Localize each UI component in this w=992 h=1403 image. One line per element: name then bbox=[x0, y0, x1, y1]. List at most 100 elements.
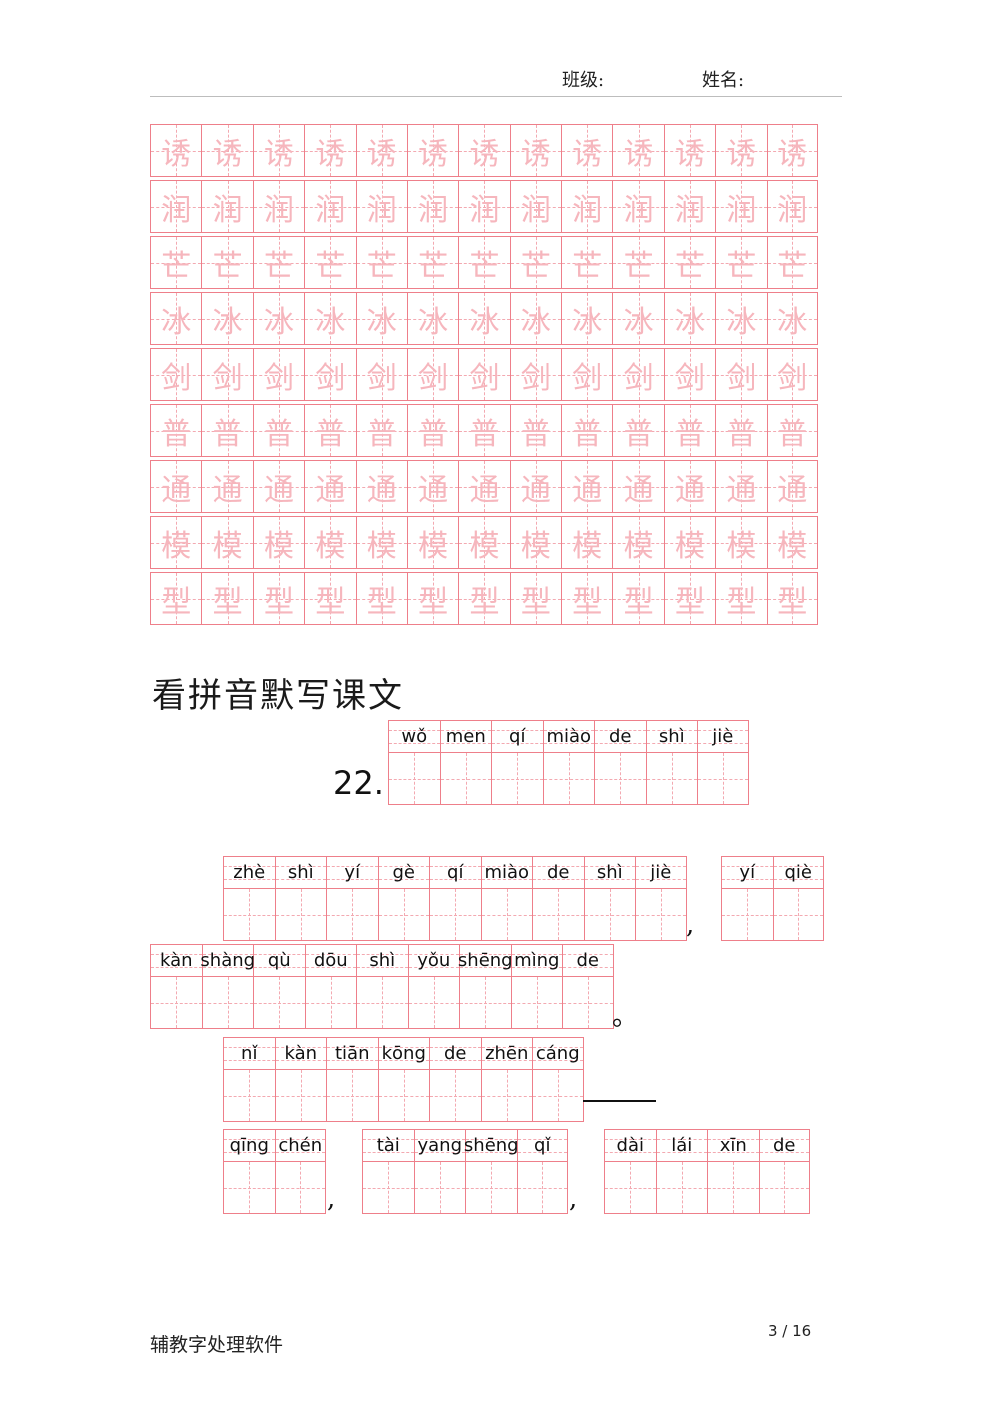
character-writing-box[interactable] bbox=[563, 977, 613, 1028]
character-writing-box[interactable] bbox=[605, 1162, 656, 1213]
character-writing-box[interactable] bbox=[656, 1162, 708, 1213]
character-writing-box[interactable] bbox=[275, 1162, 326, 1213]
writing-cell[interactable]: de bbox=[594, 720, 646, 805]
writing-cell[interactable]: qiè bbox=[772, 856, 824, 941]
writing-cell[interactable]: yang bbox=[413, 1129, 466, 1214]
character-writing-box[interactable] bbox=[389, 753, 440, 804]
character-writing-box[interactable] bbox=[466, 1162, 517, 1213]
character-writing-box[interactable] bbox=[254, 977, 305, 1028]
character-writing-box[interactable] bbox=[151, 977, 202, 1028]
writing-cell[interactable]: qù bbox=[253, 944, 305, 1029]
writing-cell[interactable]: miào bbox=[542, 720, 595, 805]
writing-cell[interactable]: shì bbox=[356, 944, 408, 1029]
character-writing-box[interactable] bbox=[414, 1162, 466, 1213]
writing-cell[interactable]: xīn bbox=[707, 1129, 759, 1214]
writing-cell[interactable]: kàn bbox=[150, 944, 202, 1029]
writing-cell[interactable]: nǐ bbox=[223, 1037, 275, 1122]
character-writing-box[interactable] bbox=[305, 977, 357, 1028]
practice-cell: 芒 bbox=[201, 236, 254, 289]
character-writing-box[interactable] bbox=[584, 889, 636, 940]
writing-cell[interactable]: zhēn bbox=[480, 1037, 533, 1122]
writing-cell[interactable]: de bbox=[758, 1129, 810, 1214]
trace-character: 型 bbox=[418, 584, 449, 620]
character-writing-box[interactable] bbox=[460, 977, 511, 1028]
practice-row: 润润润润润润润润润润润润润 bbox=[150, 180, 818, 233]
writing-cell[interactable]: de bbox=[532, 856, 584, 941]
writing-cell[interactable]: shàng bbox=[200, 944, 255, 1029]
writing-cell[interactable]: yǒu bbox=[407, 944, 460, 1029]
character-writing-box[interactable] bbox=[773, 889, 824, 940]
writing-cell[interactable]: dōu bbox=[304, 944, 357, 1029]
character-writing-box[interactable] bbox=[646, 753, 698, 804]
writing-cell[interactable]: gè bbox=[377, 856, 430, 941]
writing-cell[interactable]: cáng bbox=[532, 1037, 584, 1122]
writing-cell[interactable]: qǐ bbox=[516, 1129, 568, 1214]
writing-cell[interactable]: qí bbox=[491, 720, 543, 805]
writing-cell[interactable]: de bbox=[429, 1037, 481, 1122]
writing-cell[interactable]: lái bbox=[655, 1129, 708, 1214]
character-writing-box[interactable] bbox=[481, 1070, 533, 1121]
writing-cell[interactable]: qīng bbox=[223, 1129, 275, 1214]
writing-cell[interactable]: qí bbox=[429, 856, 481, 941]
character-writing-box[interactable] bbox=[543, 753, 595, 804]
writing-cell[interactable]: shì bbox=[274, 856, 327, 941]
writing-cell[interactable]: miào bbox=[480, 856, 533, 941]
character-writing-box[interactable] bbox=[636, 889, 686, 940]
character-writing-box[interactable] bbox=[517, 1162, 568, 1213]
writing-cell[interactable]: wǒ bbox=[388, 720, 440, 805]
character-writing-box[interactable] bbox=[224, 889, 275, 940]
practice-cell: 冰 bbox=[355, 292, 408, 345]
writing-cell[interactable]: men bbox=[439, 720, 492, 805]
character-writing-box[interactable] bbox=[533, 889, 584, 940]
character-writing-box[interactable] bbox=[378, 889, 430, 940]
trace-character: 通 bbox=[315, 472, 346, 508]
writing-cell[interactable]: jiè bbox=[635, 856, 687, 941]
comma-mark: , bbox=[327, 1184, 336, 1214]
character-writing-box[interactable] bbox=[357, 977, 408, 1028]
pinyin-syllable: shēng bbox=[463, 1135, 519, 1156]
writing-cell[interactable]: shēng bbox=[458, 944, 513, 1029]
character-writing-box[interactable] bbox=[511, 977, 563, 1028]
writing-cell[interactable]: kàn bbox=[274, 1037, 327, 1122]
character-writing-box[interactable] bbox=[224, 1162, 275, 1213]
pinyin-syllable: kàn bbox=[284, 1043, 318, 1064]
character-writing-box[interactable] bbox=[481, 889, 533, 940]
writing-cell[interactable]: shì bbox=[583, 856, 636, 941]
writing-cell[interactable]: tài bbox=[362, 1129, 414, 1214]
character-writing-box[interactable] bbox=[408, 977, 460, 1028]
character-writing-box[interactable] bbox=[759, 1162, 810, 1213]
trace-character: 型 bbox=[572, 584, 603, 620]
writing-cell[interactable]: jiè bbox=[697, 720, 749, 805]
writing-cell[interactable]: zhè bbox=[223, 856, 275, 941]
pinyin-box: cáng bbox=[533, 1038, 583, 1070]
character-writing-box[interactable] bbox=[363, 1162, 414, 1213]
writing-cell[interactable]: tiān bbox=[326, 1037, 378, 1122]
writing-cell[interactable]: chén bbox=[274, 1129, 326, 1214]
writing-cell[interactable]: dài bbox=[604, 1129, 656, 1214]
character-writing-box[interactable] bbox=[430, 889, 481, 940]
character-writing-box[interactable] bbox=[492, 753, 543, 804]
character-writing-box[interactable] bbox=[708, 1162, 759, 1213]
trace-character: 润 bbox=[777, 192, 808, 228]
character-writing-box[interactable] bbox=[224, 1070, 275, 1121]
character-writing-box[interactable] bbox=[430, 1070, 481, 1121]
character-writing-box[interactable] bbox=[533, 1070, 583, 1121]
character-writing-box[interactable] bbox=[202, 977, 254, 1028]
writing-cell[interactable]: shì bbox=[645, 720, 698, 805]
character-writing-box[interactable] bbox=[275, 1070, 327, 1121]
character-writing-box[interactable] bbox=[440, 753, 492, 804]
character-writing-box[interactable] bbox=[698, 753, 748, 804]
character-writing-box[interactable] bbox=[275, 889, 327, 940]
character-writing-box[interactable] bbox=[327, 1070, 378, 1121]
writing-cell[interactable]: de bbox=[562, 944, 614, 1029]
practice-cell: 普 bbox=[458, 404, 511, 457]
character-writing-box[interactable] bbox=[378, 1070, 430, 1121]
writing-cell[interactable]: mìng bbox=[510, 944, 563, 1029]
character-writing-box[interactable] bbox=[327, 889, 378, 940]
writing-cell[interactable]: kōng bbox=[377, 1037, 430, 1122]
character-writing-box[interactable] bbox=[722, 889, 773, 940]
writing-cell[interactable]: shēng bbox=[463, 1129, 519, 1214]
writing-cell[interactable]: yí bbox=[721, 856, 773, 941]
character-writing-box[interactable] bbox=[595, 753, 646, 804]
writing-cell[interactable]: yí bbox=[326, 856, 378, 941]
